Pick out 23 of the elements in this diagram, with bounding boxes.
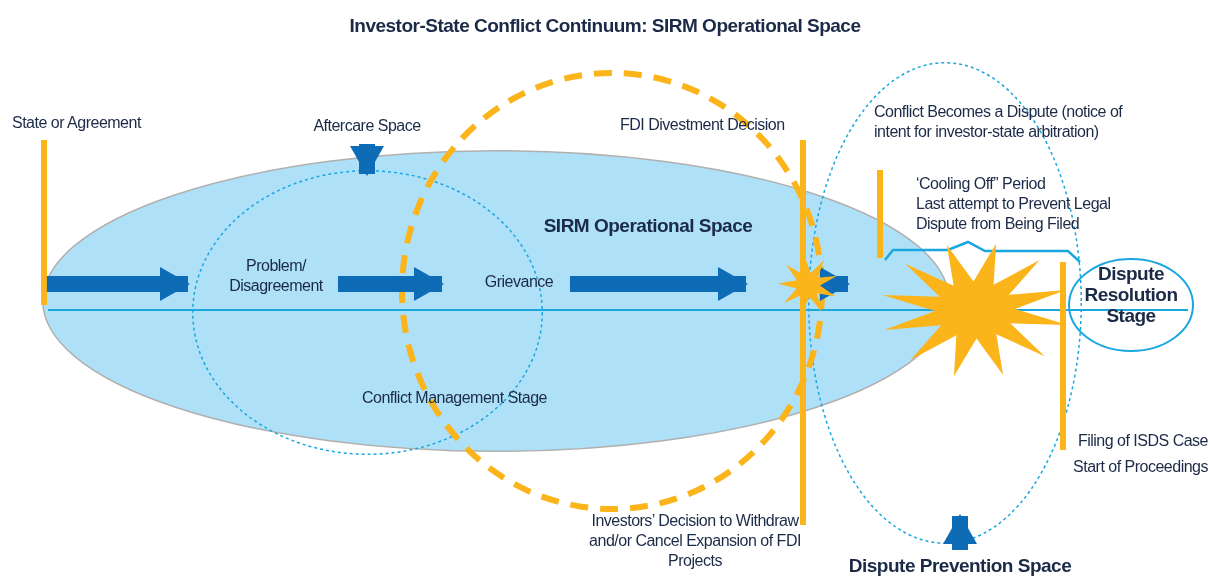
annotation-text: ‘Cooling Off” Period — [916, 174, 1047, 194]
annotation-text: Last attempt to Prevent Legal Dispute from Being Filed — [916, 194, 1112, 234]
block-arrow — [46, 267, 190, 301]
annotation-text: Conflict Becomes a Dispute (notice of intent for investor-state arbitration) — [874, 102, 1124, 142]
block-arrow — [943, 514, 977, 550]
node-title: Conflict Management Stage — [362, 388, 548, 408]
annotation-text: State or Agreement — [12, 113, 143, 133]
annotation-text: Start of Proceedings — [1072, 457, 1208, 477]
annotation-text: FDI Divestment Decision — [620, 115, 786, 135]
stage-ellipse — [1068, 258, 1194, 352]
block-arrow — [820, 267, 850, 301]
diagram-title: Investor-State Conflict Continuum: SIRM Operational Space — [348, 16, 862, 36]
node-label: Grievance — [483, 272, 555, 292]
annotation-text: Filing of ISDS Case — [1076, 431, 1208, 451]
node-label: Aftercare Space — [312, 116, 422, 136]
block-arrow — [350, 144, 384, 176]
block-arrow — [338, 267, 444, 301]
node-label: Problem/ Disagreement — [228, 256, 324, 296]
annotation-text: Investors’ Decision to Withdraw and/or Cancel Expansion of FDI Projects — [588, 511, 802, 571]
node-title: SIRM Operational Space — [542, 216, 754, 236]
node-label: Dispute Prevention Space — [847, 556, 1073, 576]
node-title: Dispute Resolution Stage — [1083, 263, 1179, 326]
block-arrow — [570, 267, 748, 301]
